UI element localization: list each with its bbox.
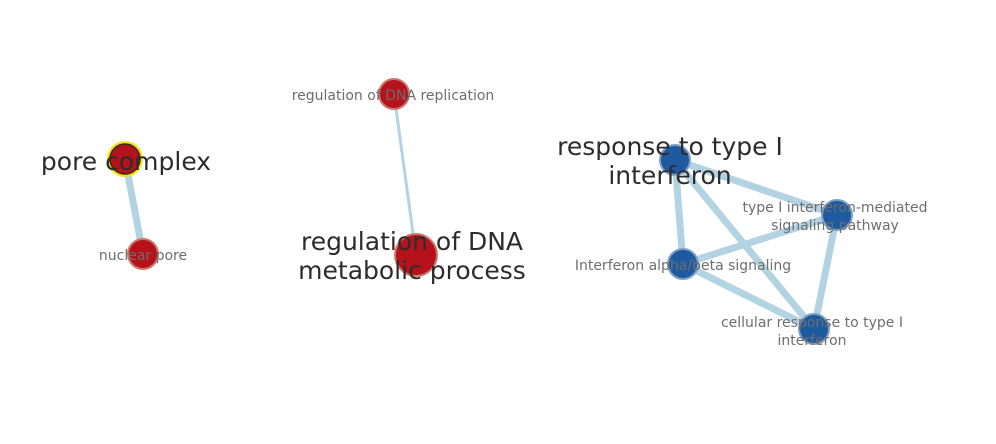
labels-layer: pore complex nuclear pore regulation of DN… bbox=[41, 88, 928, 349]
node-label-interferon-alpha-beta-signaling: Interferon alpha/beta signaling bbox=[575, 258, 791, 274]
edge-interferon-alpha-beta-signaling-to-cellular-response-to-type-i-interferon[interactable] bbox=[679, 260, 818, 333]
node-pore-complex[interactable] bbox=[107, 141, 143, 177]
node-regulation-of-dna-metabolic-process[interactable] bbox=[394, 233, 438, 277]
label-line: signaling pathway bbox=[771, 218, 899, 234]
node-regulation-of-dna-replication[interactable] bbox=[378, 78, 410, 110]
node-circle bbox=[127, 238, 159, 270]
label-line: regulation of DNA bbox=[301, 227, 523, 256]
label-line: regulation of DNA replication bbox=[292, 88, 495, 104]
node-label-regulation-of-dna-replication: regulation of DNA replication bbox=[292, 88, 495, 104]
node-cellular-response-to-type-i-interferon[interactable] bbox=[798, 313, 830, 345]
edges-layer bbox=[121, 92, 841, 333]
node-circle bbox=[378, 78, 410, 110]
node-circle bbox=[667, 248, 699, 280]
node-circle bbox=[821, 199, 853, 231]
node-interferon-alpha-beta-signaling[interactable] bbox=[667, 248, 699, 280]
node-label-cellular-response-to-type-i-interferon: cellular response to type I interferon bbox=[721, 315, 903, 349]
selection-ring bbox=[107, 141, 143, 177]
label-line: metabolic process bbox=[298, 256, 526, 285]
node-circle bbox=[798, 313, 830, 345]
label-line: response to type I bbox=[557, 132, 783, 161]
node-nuclear-pore[interactable] bbox=[127, 238, 159, 270]
edge-type-i-interferon-mediated-signaling-pathway-to-interferon-alpha-beta-signaling[interactable] bbox=[679, 211, 841, 268]
node-label-nuclear-pore: nuclear pore bbox=[99, 248, 187, 264]
label-line: Interferon alpha/beta signaling bbox=[575, 258, 791, 274]
node-type-i-interferon-mediated-signaling-pathway[interactable] bbox=[821, 199, 853, 231]
edge-regulation-of-dna-replication-to-regulation-of-dna-metabolic-process[interactable] bbox=[392, 92, 418, 257]
node-response-to-type-i-interferon[interactable] bbox=[659, 144, 691, 176]
label-line: interferon bbox=[608, 161, 731, 190]
label-line: nuclear pore bbox=[99, 248, 187, 264]
edge-response-to-type-i-interferon-to-interferon-alpha-beta-signaling[interactable] bbox=[671, 156, 687, 268]
node-circle bbox=[394, 233, 438, 277]
label-line: cellular response to type I bbox=[721, 315, 903, 331]
node-label-pore-complex: pore complex bbox=[41, 147, 211, 176]
node-label-type-i-interferon-mediated-signaling-pathway: type I interferon-mediated signaling path… bbox=[742, 200, 927, 234]
nodes-layer bbox=[107, 78, 853, 345]
label-line: interferon bbox=[777, 333, 846, 349]
edge-type-i-interferon-mediated-signaling-pathway-to-cellular-response-to-type-i-interferon[interactable] bbox=[810, 211, 841, 333]
node-circle bbox=[659, 144, 691, 176]
edge-response-to-type-i-interferon-to-type-i-interferon-mediated-signaling-pathway[interactable] bbox=[671, 156, 841, 219]
label-line: pore complex bbox=[41, 147, 211, 176]
label-line: type I interferon-mediated bbox=[742, 200, 927, 216]
node-circle bbox=[109, 143, 141, 175]
